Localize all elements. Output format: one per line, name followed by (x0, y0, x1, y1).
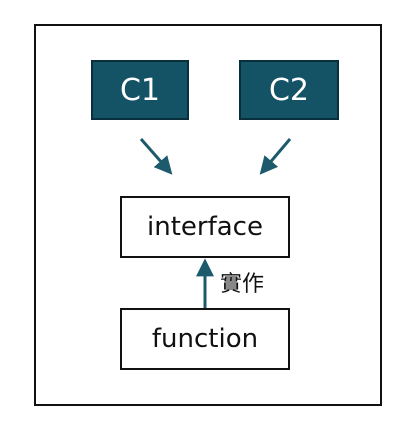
node-c1-label: C1 (119, 72, 161, 108)
diagram-frame (34, 24, 382, 406)
node-function-label: function (151, 324, 259, 354)
implements-label: 實作 (220, 272, 265, 297)
node-c2-label: C2 (268, 72, 310, 108)
node-function: function (120, 308, 290, 370)
node-c1: C1 (91, 60, 189, 120)
arrow-c2-to-interface (259, 138, 292, 175)
node-interface-label: interface (147, 212, 263, 242)
node-interface: interface (120, 196, 290, 258)
arrow-c1-to-interface (139, 138, 173, 175)
node-c2: C2 (239, 60, 339, 120)
